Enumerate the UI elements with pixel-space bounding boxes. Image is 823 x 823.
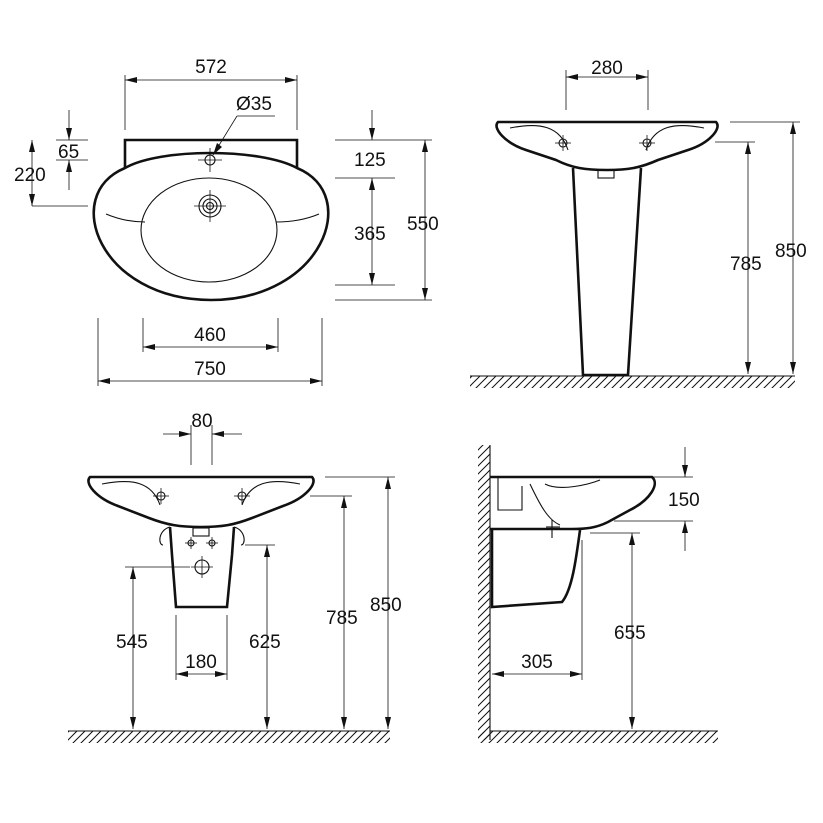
dim-305: 305: [492, 540, 583, 680]
semi-basin: [87, 475, 315, 609]
label-305: 305: [521, 652, 553, 673]
dim-180: 180: [175, 615, 228, 680]
side-basin: [490, 475, 657, 609]
dim-65: 65: [56, 110, 88, 190]
semi-tap-holes: [153, 488, 250, 578]
pedestal-basin: [495, 120, 719, 377]
pedestal-tap-holes: [555, 135, 655, 151]
label-785-pedestal: 785: [730, 254, 762, 275]
dim-125: 125: [335, 110, 432, 179]
dim-785-semi: 785: [310, 495, 358, 729]
semi-floor: [68, 730, 390, 743]
pedestal-floor: [470, 375, 795, 388]
tap-hole: [198, 148, 222, 172]
label-80: 80: [191, 411, 212, 432]
dim-655: 655: [590, 532, 646, 729]
dim-365: 365: [335, 178, 395, 286]
label-365: 365: [354, 224, 386, 245]
label-625: 625: [249, 632, 281, 653]
pedestal-front-view: 280 785 850: [470, 58, 807, 388]
dim-550: 550: [335, 140, 439, 301]
label-65: 65: [58, 142, 79, 163]
dim-220: 220: [14, 140, 88, 207]
dim-150: 150: [614, 447, 700, 551]
label-850-pedestal: 850: [775, 241, 807, 262]
dim-280: 280: [565, 58, 649, 110]
label-diameter-35: Ø35: [236, 94, 272, 115]
dim-625: 625: [245, 544, 281, 729]
side-floor: [478, 730, 718, 743]
dim-750: 750: [97, 318, 323, 386]
dim-785-pedestal: 785: [715, 141, 762, 374]
label-785-semi: 785: [326, 608, 358, 629]
label-750: 750: [194, 359, 226, 380]
top-view: 572 Ø35 65 220: [14, 57, 439, 386]
label-280: 280: [591, 58, 623, 79]
dim-545: 545: [116, 566, 190, 729]
dim-850-semi: 850: [325, 476, 402, 729]
wall: [478, 445, 491, 740]
drain-hole: [194, 190, 226, 222]
label-220: 220: [14, 165, 46, 186]
label-180: 180: [185, 652, 217, 673]
dim-850-pedestal: 850: [730, 121, 807, 374]
label-850-semi: 850: [370, 595, 402, 616]
dim-diameter-35: Ø35: [212, 94, 275, 156]
semi-pedestal-front-view: 80 180 545 625 78: [68, 411, 402, 743]
label-150: 150: [668, 490, 700, 511]
dim-460: 460: [142, 318, 279, 352]
basin-outline: [92, 138, 330, 302]
dim-80: 80: [163, 411, 242, 465]
label-125: 125: [354, 150, 386, 171]
label-545: 545: [116, 632, 148, 653]
label-550: 550: [407, 214, 439, 235]
label-460: 460: [194, 325, 226, 346]
semi-pedestal-side-view: 150 655 305: [478, 445, 718, 743]
label-655: 655: [614, 623, 646, 644]
label-572: 572: [195, 57, 227, 78]
dim-572: 572: [124, 57, 298, 130]
